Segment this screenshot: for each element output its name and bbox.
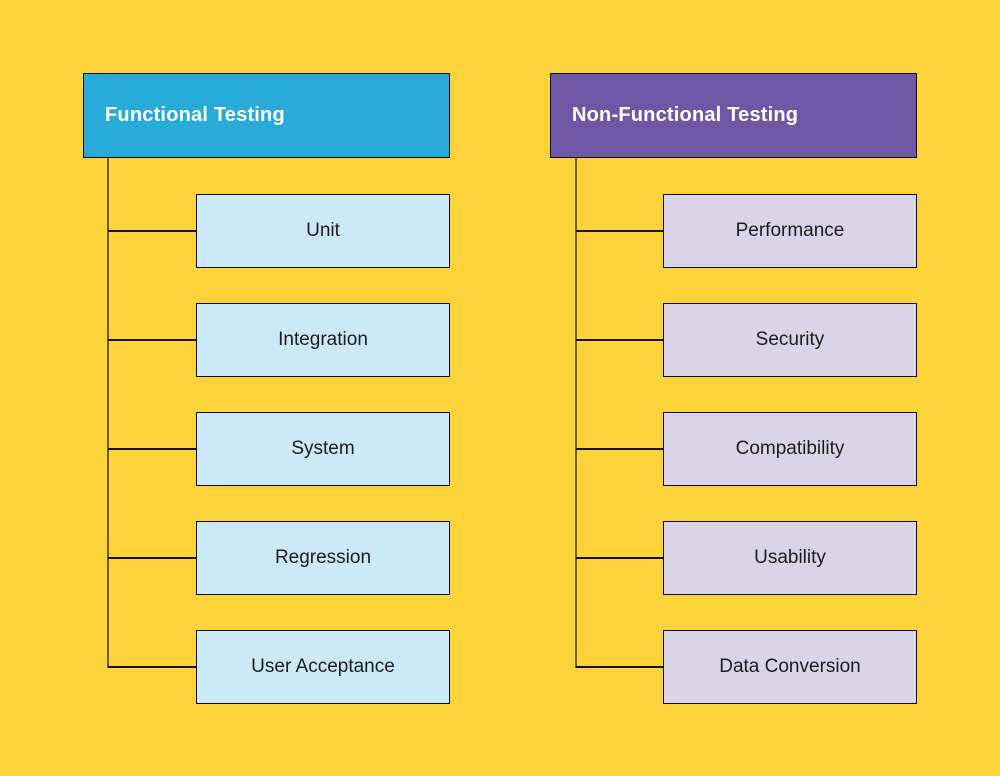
connector-branch-user-acceptance <box>108 666 196 668</box>
connector-branch-performance <box>576 230 663 232</box>
connector-branch-compatibility <box>576 448 663 450</box>
connector-branch-usability <box>576 557 663 559</box>
category-header-functional-testing: Functional Testing <box>83 73 450 158</box>
connector-branch-unit <box>108 230 196 232</box>
connector-trunk-non-functional <box>575 157 577 668</box>
node-data-conversion: Data Conversion <box>663 630 917 704</box>
node-compatibility: Compatibility <box>663 412 917 486</box>
node-system: System <box>196 412 450 486</box>
node-regression: Regression <box>196 521 450 595</box>
connector-branch-regression <box>108 557 196 559</box>
connector-branch-integration <box>108 339 196 341</box>
node-unit: Unit <box>196 194 450 268</box>
node-security: Security <box>663 303 917 377</box>
connector-trunk-functional <box>107 157 109 668</box>
connector-branch-system <box>108 448 196 450</box>
node-usability: Usability <box>663 521 917 595</box>
node-integration: Integration <box>196 303 450 377</box>
node-user-acceptance: User Acceptance <box>196 630 450 704</box>
connector-branch-data-conversion <box>576 666 663 668</box>
node-performance: Performance <box>663 194 917 268</box>
category-header-non-functional-testing: Non-Functional Testing <box>550 73 917 158</box>
connector-branch-security <box>576 339 663 341</box>
